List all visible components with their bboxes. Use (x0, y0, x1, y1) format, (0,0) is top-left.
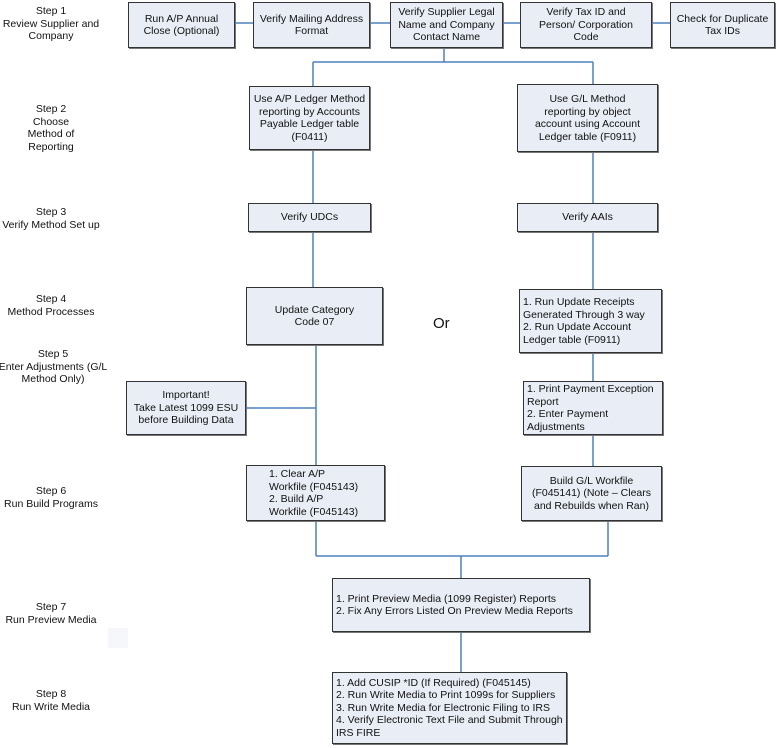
box-preview-media: 1. Print Preview Media (1099 Register) R… (332, 578, 590, 632)
step-title: Run Write Media (11, 700, 90, 713)
box-verify-udcs: Verify UDCs (248, 203, 371, 232)
step-title: Method Processes (7, 305, 95, 318)
step-title: Verify Method Set up (2, 218, 100, 231)
step-title: Choose Method of Reporting (27, 115, 75, 153)
box-annual-close: Run A/P Annual Close (Optional) (128, 2, 235, 48)
step-number: Step 3 (35, 206, 67, 218)
step-title: Run Preview Media (5, 613, 97, 626)
step-number: Step 5 (37, 348, 69, 360)
box-supplier-legal-name: Verify Supplier Legal Name and Company C… (390, 2, 503, 48)
or-label: Or (433, 315, 450, 332)
box-gl-method: Use G/L Method reporting by object accou… (517, 84, 658, 152)
step-number: Step 6 (35, 485, 67, 497)
blank-placeholder (108, 628, 128, 648)
connector-merge (316, 555, 608, 672)
step-title: Enter Adjustments (G/L Method Only) (0, 360, 108, 386)
connector-gl (592, 152, 609, 556)
step-title: Run Build Programs (4, 497, 98, 510)
box-update-category-code: Update Category Code 07 (246, 287, 383, 345)
step-number: Step 7 (35, 601, 67, 613)
step-number: Step 8 (35, 688, 67, 700)
box-ap-build: 1. Clear A/P Workfile (F045143) 2. Build… (246, 465, 385, 521)
box-payment-adjustments: 1. Print Payment Exception Report 2. Ent… (523, 381, 663, 435)
box-ap-method: Use A/P Ledger Method reporting by Accou… (249, 86, 370, 150)
box-important-esu: Important! Take Latest 1099 ESU before B… (126, 381, 246, 435)
box-tax-id: Verify Tax ID and Person/ Corporation Co… (520, 2, 652, 48)
step-number: Step 2 (35, 103, 67, 115)
step-number: Step 4 (35, 293, 67, 305)
box-mailing-address: Verify Mailing Address Format (253, 2, 370, 48)
box-gl-update-processes: 1. Run Update Receipts Generated Through… (519, 289, 662, 353)
box-gl-build: Build G/L Workfile (F045141) (Note – Cle… (521, 466, 662, 521)
connector-ap (246, 150, 317, 556)
connector-split (312, 48, 594, 86)
step-title: Review Supplier and Company (2, 17, 100, 43)
box-verify-aais: Verify AAIs (517, 203, 658, 232)
box-duplicate-tax-ids: Check for Duplicate Tax IDs (670, 2, 775, 48)
step-number: Step 1 (35, 5, 67, 17)
box-write-media: 1. Add CUSIP *ID (If Required) (F045145)… (332, 672, 567, 744)
